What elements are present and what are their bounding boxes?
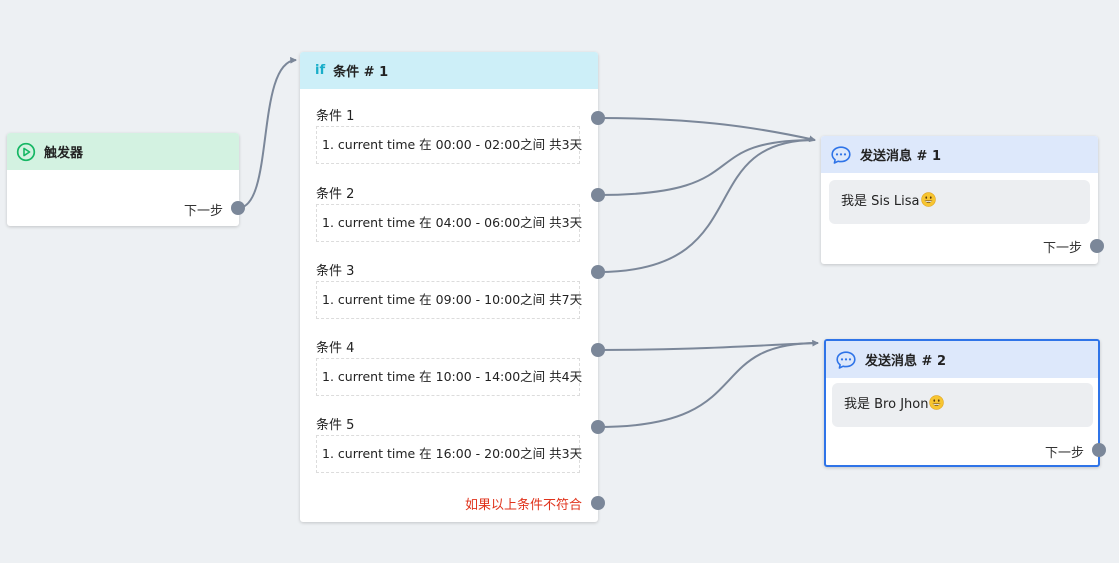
edge-branch-1-to-message-1[interactable]: [597, 117, 816, 143]
edge-branch-5-to-message-2[interactable]: [597, 342, 819, 428]
chat-bubble-icon: [830, 145, 852, 165]
edge-branch-3-to-message-1[interactable]: [597, 139, 816, 273]
message-1-next-label: 下一步: [1042, 241, 1082, 256]
condition-node[interactable]: if 条件 # 1 条件 1 1. current time 在 00:00 -…: [300, 52, 605, 522]
condition-node-header[interactable]: if 条件 # 1: [300, 52, 598, 89]
trigger-output-port[interactable]: [231, 201, 245, 215]
message-1-title: 发送消息 # 1: [860, 149, 941, 164]
fallback-label: 如果以上条件不符合: [464, 498, 582, 513]
message-2-output-port[interactable]: [1092, 443, 1106, 457]
edge-branch-2-to-message-1[interactable]: [597, 139, 816, 196]
condition-title: 条件 # 1: [333, 65, 389, 80]
if-icon: if: [315, 63, 326, 78]
message-1-output-port[interactable]: [1090, 239, 1104, 253]
message-1-bubble[interactable]: 我是 Sis Lisa: [829, 180, 1090, 224]
branch-4-label: 条件 4: [316, 341, 355, 356]
branch-3-label: 条件 3: [316, 264, 355, 279]
branch-4-rule[interactable]: 1. current time 在 10:00 - 14:00之间 共4天: [316, 358, 582, 396]
branch-2-label: 条件 2: [316, 187, 355, 202]
branch-5-output-port[interactable]: [591, 420, 605, 434]
branch-5-rule[interactable]: 1. current time 在 16:00 - 20:00之间 共3天: [316, 435, 582, 473]
branch-1-rule[interactable]: 1. current time 在 00:00 - 02:00之间 共3天: [316, 126, 582, 164]
edge-branch-4-to-message-2[interactable]: [597, 339, 820, 351]
trigger-title: 触发器: [44, 146, 84, 161]
branch-2-output-port[interactable]: [591, 188, 605, 202]
branch-4-output-port[interactable]: [591, 343, 605, 357]
branch-2-rule[interactable]: 1. current time 在 04:00 - 06:00之间 共3天: [316, 204, 582, 242]
message-1-text: 我是 Sis Lisa: [841, 194, 920, 209]
edge-trigger-to-condition[interactable]: [237, 56, 298, 209]
chat-bubble-icon: [835, 350, 857, 370]
trigger-next-label: 下一步: [183, 204, 223, 219]
message-1-header[interactable]: 发送消息 # 1: [821, 136, 1098, 173]
trigger-node-header[interactable]: 触发器: [7, 133, 239, 170]
message-node-1[interactable]: 发送消息 # 1 我是 Sis Lisa 下一步: [821, 136, 1104, 264]
trigger-node[interactable]: 触发器 下一步: [7, 133, 245, 226]
play-circle-icon: [16, 142, 36, 162]
branch-1-label: 条件 1: [316, 109, 355, 124]
branch-1-output-port[interactable]: [591, 111, 605, 125]
branch-3-output-port[interactable]: [591, 265, 605, 279]
message-2-header[interactable]: 发送消息 # 2: [826, 341, 1098, 378]
branch-5-label: 条件 5: [316, 418, 355, 433]
grinning-face-emoji: [920, 182, 936, 207]
fallback-output-port[interactable]: [591, 496, 605, 510]
message-2-next-label: 下一步: [1044, 446, 1084, 461]
message-2-text: 我是 Bro Jhon: [844, 397, 929, 412]
message-node-2[interactable]: 发送消息 # 2 我是 Bro Jhon 下一步: [824, 339, 1106, 467]
branch-3-rule[interactable]: 1. current time 在 09:00 - 10:00之间 共7天: [316, 281, 582, 319]
grinning-face-emoji: [929, 385, 945, 410]
message-2-title: 发送消息 # 2: [865, 354, 946, 369]
message-2-bubble[interactable]: 我是 Bro Jhon: [832, 383, 1093, 427]
